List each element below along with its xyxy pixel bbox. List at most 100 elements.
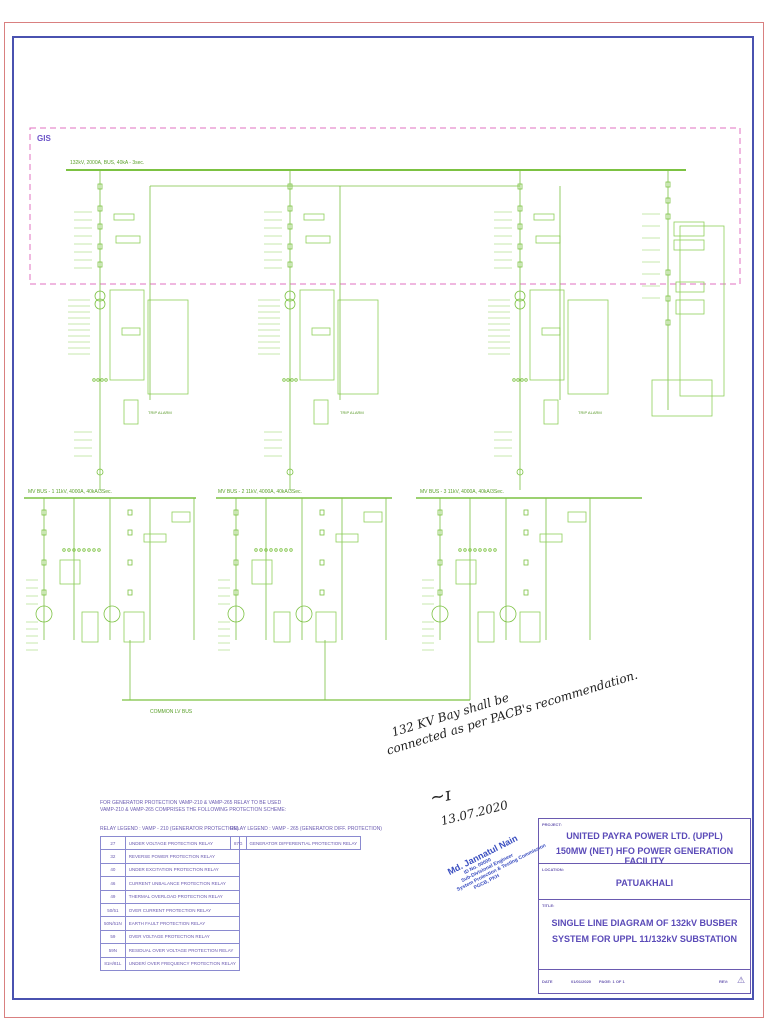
relay-description: RESIDUAL OVER VOLTAGE PROTECTION RELAY xyxy=(124,943,240,958)
relay-description: OVER CURRENT PROTECTION RELAY xyxy=(124,902,240,918)
relay-description: THERMAL OVERLOAD PROTECTION RELAY xyxy=(124,889,240,904)
relay-box xyxy=(171,511,191,523)
ct-symbol xyxy=(100,378,104,382)
ct-symbol xyxy=(104,378,108,382)
protection-panel xyxy=(567,299,609,395)
generator-symbol xyxy=(35,605,53,623)
ct-symbol xyxy=(264,548,268,552)
mv-bus-2-label: MV BUS - 2 11kV, 4000A, 40kA/3Sec. xyxy=(218,489,302,495)
signature-squiggle: ~ɪ xyxy=(428,784,453,809)
relay-description: REVERSE POWER PROTECTION RELAY xyxy=(124,849,240,864)
relay-box xyxy=(519,611,541,643)
breaker-symbol xyxy=(96,468,104,476)
switch-symbol xyxy=(665,319,671,326)
ct-symbol xyxy=(290,378,294,382)
relay-box xyxy=(115,235,141,244)
drawing-title: SINGLE LINE DIAGRAM OF 132kV BUSBER xyxy=(551,918,738,928)
protection-panel xyxy=(299,289,335,381)
switch-symbol xyxy=(319,559,325,566)
transformer-winding xyxy=(284,290,296,302)
relay-description: EARTH FAULT PROTECTION RELAY xyxy=(124,916,240,931)
relay-box xyxy=(675,281,705,293)
ct-symbol xyxy=(294,378,298,382)
ct-symbol xyxy=(92,378,96,382)
transformer-winding xyxy=(94,290,106,302)
relay-description: UNDER/ OVER FREQUENCY PROTECTION RELAY xyxy=(124,956,240,971)
switch-symbol xyxy=(41,509,47,516)
switch-symbol xyxy=(41,529,47,536)
ct-symbol xyxy=(468,548,472,552)
relay-code: 50/51 xyxy=(100,902,126,918)
relay-box xyxy=(121,327,141,336)
switch-symbol xyxy=(517,223,523,230)
ct-symbol xyxy=(473,548,477,552)
switch-symbol xyxy=(665,197,671,204)
switch-symbol xyxy=(437,509,443,516)
switch-symbol xyxy=(319,589,325,596)
switch-symbol xyxy=(287,223,293,230)
switch-symbol xyxy=(127,529,133,536)
relay-box xyxy=(363,511,383,523)
location-tag: LOCATION: xyxy=(542,867,564,872)
relay-box xyxy=(123,611,145,643)
ct-symbol xyxy=(463,548,467,552)
transformer-winding xyxy=(514,298,526,310)
date-value: 01/01/2020 xyxy=(571,979,592,984)
project-section: PROJECT: UNITED PAYRA POWER LTD. (UPPL) … xyxy=(539,819,750,866)
relay-code: 87G xyxy=(230,835,247,851)
switch-symbol xyxy=(287,261,293,268)
switch-symbol xyxy=(523,559,529,566)
relay-box xyxy=(335,533,359,543)
switch-symbol xyxy=(523,509,529,516)
relay-box xyxy=(533,213,555,221)
switch-symbol xyxy=(97,243,103,250)
protection-panel xyxy=(109,289,145,381)
ct-symbol xyxy=(516,378,520,382)
generator-symbol xyxy=(499,605,517,623)
protection-panel xyxy=(529,289,565,381)
breaker-symbol xyxy=(516,468,524,476)
switch-symbol xyxy=(287,205,293,212)
project-name: 150MW (NET) HFO POWER GENERATION FACILIT… xyxy=(555,846,734,866)
relay-description: UNDER VOLTAGE PROTECTION RELAY xyxy=(124,835,240,851)
outer-border xyxy=(4,22,764,1018)
switch-symbol xyxy=(287,243,293,250)
transformer-winding xyxy=(94,298,106,310)
location-section: LOCATION: PATUAKHALI xyxy=(539,863,750,899)
protection-panel xyxy=(337,299,379,395)
breaker-symbol xyxy=(286,468,294,476)
switch-symbol xyxy=(287,183,293,190)
ct-symbol xyxy=(478,548,482,552)
relay-code: 50N/51N xyxy=(100,916,126,931)
switch-symbol xyxy=(523,589,529,596)
ct-box xyxy=(543,399,559,425)
gis-label: GIS xyxy=(37,134,51,143)
ct-symbol xyxy=(286,378,290,382)
relay-box xyxy=(303,213,325,221)
switch-symbol xyxy=(437,529,443,536)
switch-symbol xyxy=(517,243,523,250)
warning-icon: ⚠ xyxy=(737,975,746,985)
relay-box xyxy=(673,239,705,251)
switch-symbol xyxy=(319,529,325,536)
switch-symbol xyxy=(127,509,133,516)
ct-symbol xyxy=(254,548,258,552)
relay-box xyxy=(673,221,705,237)
relay-box xyxy=(273,611,291,643)
gis-boundary xyxy=(29,127,741,285)
drawing-title: SYSTEM FOR UPPL 11/132kV SUBSTATION xyxy=(551,934,738,944)
ct-symbol xyxy=(96,378,100,382)
switch-symbol xyxy=(437,559,443,566)
relay-code: 49 xyxy=(100,889,126,904)
ct-symbol xyxy=(87,548,91,552)
project-tag: PROJECT: xyxy=(542,822,562,827)
